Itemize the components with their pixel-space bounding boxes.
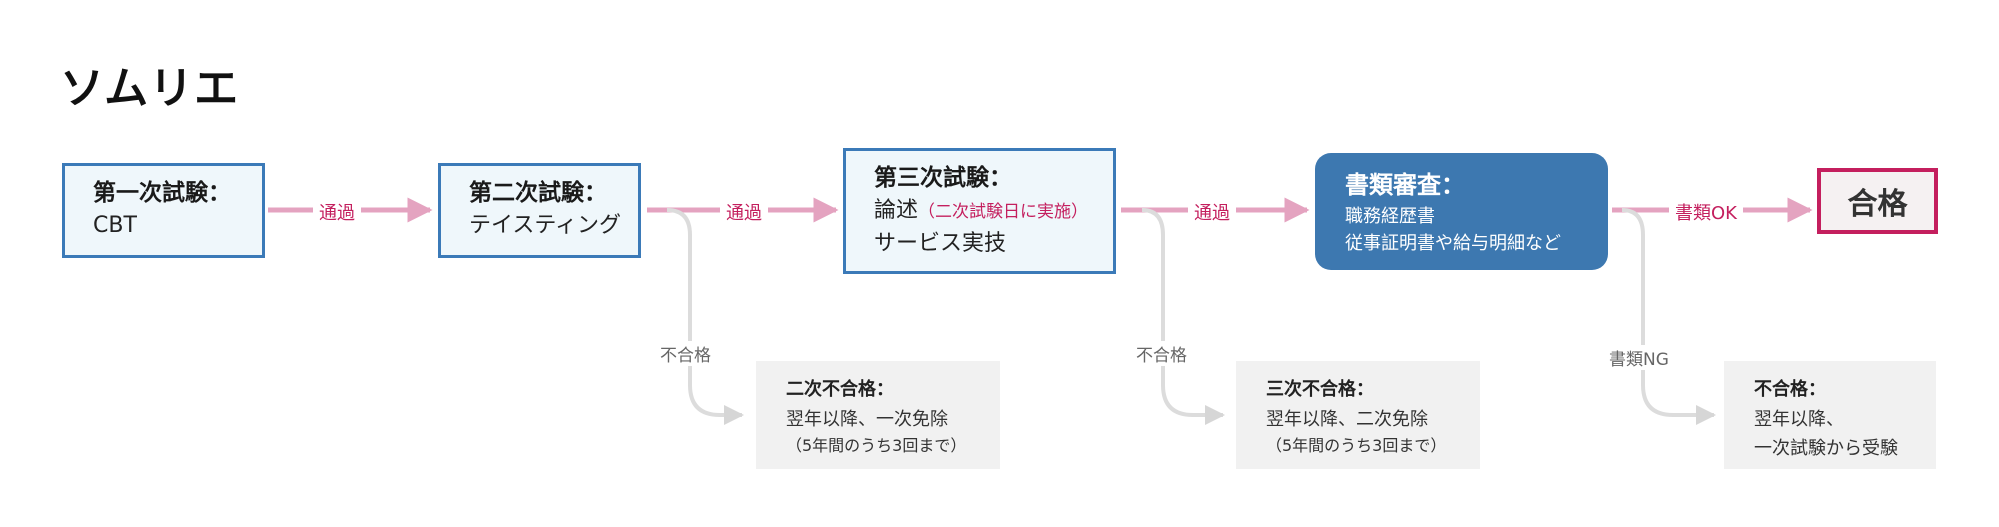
edge-label-docs-ng: 書類NG: [1609, 345, 1669, 370]
stage-heading: 第一次試験：: [93, 180, 231, 206]
fail-outcome-docs: 不合格： 翌年以降、 一次試験から受験: [1724, 361, 1936, 469]
stage-first-exam: 第一次試験： CBT: [62, 163, 265, 258]
stage-third-exam: 第三次試験： 論述（二次試験日に実施） サービス実技: [843, 148, 1116, 274]
edge-label-fail: 不合格: [660, 341, 711, 366]
fail-arrow-2: [1141, 208, 1225, 425]
review-body: 職務経歴書: [1345, 206, 1435, 227]
fail-heading: 不合格：: [1754, 379, 1826, 400]
fail-body: 翌年以降、一次免除: [786, 409, 948, 430]
fail-body: 翌年以降、二次免除: [1266, 409, 1428, 430]
stage-body: テイスティング: [469, 213, 622, 238]
stage-body-line: 論述: [874, 198, 919, 223]
stage-body: 論述（二次試験日に実施）: [874, 195, 1113, 228]
edge-label-pass: 通過: [313, 199, 361, 225]
stage-heading: 第二次試験：: [469, 180, 607, 206]
fail-outcome-second: 二次不合格： 翌年以降、一次免除 （5年間のうち3回まで）: [756, 361, 1000, 469]
fail-body: （5年間のうち3回まで）: [786, 436, 967, 455]
fail-body: （5年間のうち3回まで）: [1266, 436, 1447, 455]
stage-note: （二次試験日に実施）: [918, 202, 1089, 222]
fail-body: 一次試験から受験: [1754, 438, 1898, 459]
fail-heading: 三次不合格：: [1266, 379, 1374, 400]
review-heading: 書類審査：: [1345, 171, 1465, 199]
stage-body: CBT: [93, 213, 137, 238]
edge-label-pass: 通過: [720, 199, 768, 225]
fail-heading: 二次不合格：: [786, 379, 894, 400]
review-body: 従事証明書や給与明細など: [1345, 233, 1561, 254]
stage-second-exam: 第二次試験： テイスティング: [438, 163, 641, 258]
edge-label-fail: 不合格: [1136, 341, 1187, 366]
fail-body: 翌年以降、: [1754, 409, 1844, 430]
fail-outcome-third: 三次不合格： 翌年以降、二次免除 （5年間のうち3回まで）: [1236, 361, 1480, 469]
fail-arrow-1: [666, 208, 744, 425]
edge-label-docs-ok: 書類OK: [1669, 199, 1743, 225]
stage-heading: 第三次試験：: [874, 165, 1012, 191]
page-title: ソムリエ: [60, 63, 240, 114]
docs-ng-arrow: [1621, 208, 1716, 425]
stage-body: サービス実技: [874, 231, 1007, 256]
edge-label-pass: 通過: [1188, 199, 1236, 225]
document-review: 書類審査： 職務経歴書 従事証明書や給与明細など: [1315, 153, 1608, 270]
final-pass: 合格: [1817, 168, 1938, 234]
